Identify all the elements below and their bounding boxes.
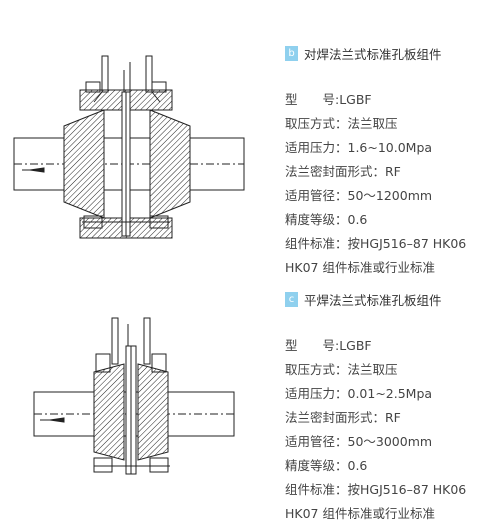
section-title: 对焊法兰式标准孔板组件 [304,46,442,62]
pressure-tap-right [143,317,151,365]
drawing-butt-weld-orifice-assembly [13,55,245,239]
spec-list: 型 号:LGBF 取压方式：法兰取压 适用压力：1.6~10.0Mpa 法兰密封… [285,88,497,280]
section-badge: b [285,45,298,61]
spec-diameter: 适用管径：50～3000mm [285,434,433,449]
spec-header: c 平焊法兰式标准孔板组件 [285,290,497,308]
bolt-top-left [95,353,111,373]
spec-sealing: 法兰密封面形式：RF [285,164,401,179]
spec-tapping: 取压方式：法兰取压 [285,362,398,377]
spec-pressure: 适用压力：0.01~2.5Mpa [285,386,433,401]
spec-standard: 组件标准：按HGJ516–87 HK06 [285,482,467,497]
spec-diameter: 适用管径：50～1200mm [285,188,433,203]
bolt-top-left [85,81,101,93]
spec-butt-weld: b 对焊法兰式标准孔板组件 型 号:LGBF 取压方式：法兰取压 适用压力：1.… [285,44,497,280]
right-flange [137,363,169,461]
spec-header: b 对焊法兰式标准孔板组件 [285,44,497,62]
spec-accuracy: 精度等级：0.6 [285,212,368,227]
pressure-tap-left [111,317,119,365]
spec-list: 型 号:LGBF 取压方式：法兰取压 适用压力：0.01~2.5Mpa 法兰密封… [285,334,497,526]
bolt-bottom-left [93,457,113,473]
bolt-bottom-right [149,457,169,473]
left-flange [93,363,125,461]
spec-standard: 组件标准：按HGJ516–87 HK06 [285,236,467,251]
spec-standard-cont: HK07 组件标准或行业标准 [285,260,435,275]
pressure-tap-right [145,55,153,93]
section-badge: c [285,291,298,307]
pressure-tap-left [101,55,109,93]
right-flange [149,109,191,219]
spec-slip-on: c 平焊法兰式标准孔板组件 型 号:LGBF 取压方式：法兰取压 适用压力：0.… [285,290,497,526]
bolt-top-right [151,81,167,93]
spec-accuracy: 精度等级：0.6 [285,458,368,473]
bolt-top-right [151,353,167,373]
spec-sealing: 法兰密封面形式：RF [285,410,401,425]
drawing-slip-on-orifice-assembly [33,317,235,475]
section-title: 平焊法兰式标准孔板组件 [304,292,442,308]
left-flange [63,109,105,219]
spec-pressure: 适用压力：1.6~10.0Mpa [285,140,433,155]
spec-tapping: 取压方式：法兰取压 [285,116,398,131]
spec-standard-cont: HK07 组件标准或行业标准 [285,506,435,521]
spec-model: 型 号:LGBF [285,338,372,353]
spec-model: 型 号:LGBF [285,92,372,107]
